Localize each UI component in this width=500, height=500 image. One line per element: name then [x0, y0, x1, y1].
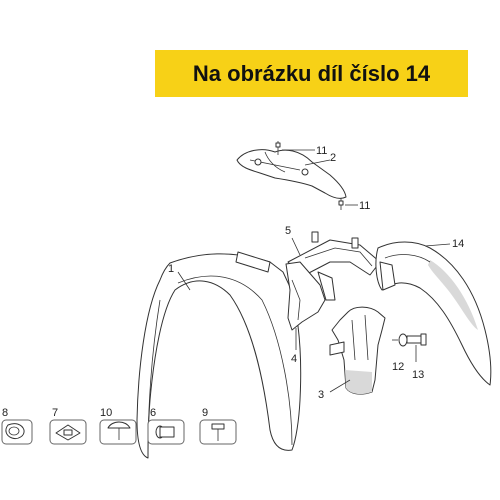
- callout-2: 2: [330, 152, 336, 164]
- part-2-top-cover[interactable]: [236, 149, 347, 199]
- label-6: 6: [150, 407, 156, 419]
- small-part-6[interactable]: 6: [147, 407, 185, 445]
- callout-11-top: 11: [316, 145, 327, 157]
- callout-5: 5: [285, 225, 291, 237]
- callout-1: 1: [168, 263, 174, 275]
- label-7: 7: [52, 407, 58, 419]
- part-11-screw-bottom[interactable]: [338, 198, 344, 210]
- part-14-mudguard-cover[interactable]: [375, 241, 492, 386]
- small-part-7[interactable]: 7: [49, 407, 87, 445]
- callout-13: 13: [412, 369, 424, 381]
- small-part-10[interactable]: 10: [99, 407, 137, 445]
- callout-4: 4: [291, 353, 297, 365]
- part-4-inner-panel[interactable]: [285, 261, 336, 331]
- leader-lines: [177, 149, 451, 393]
- part-13-bolt[interactable]: [406, 333, 427, 346]
- part-12-washer[interactable]: [398, 333, 408, 347]
- small-part-8[interactable]: 8: [1, 407, 33, 445]
- small-part-9[interactable]: 9: [199, 407, 237, 445]
- highlight-banner: Na obrázku díl číslo 14: [155, 50, 468, 97]
- part-5-bracket[interactable]: [287, 231, 381, 276]
- callout-3: 3: [318, 389, 324, 401]
- callout-14: 14: [452, 238, 464, 250]
- label-9: 9: [202, 407, 208, 419]
- label-8: 8: [2, 407, 8, 419]
- label-10: 10: [100, 407, 112, 419]
- callout-11-bottom: 11: [359, 200, 370, 212]
- part-3-fork-cover[interactable]: [329, 306, 386, 395]
- callout-12: 12: [392, 361, 404, 373]
- part-11-screw-top[interactable]: [275, 141, 281, 155]
